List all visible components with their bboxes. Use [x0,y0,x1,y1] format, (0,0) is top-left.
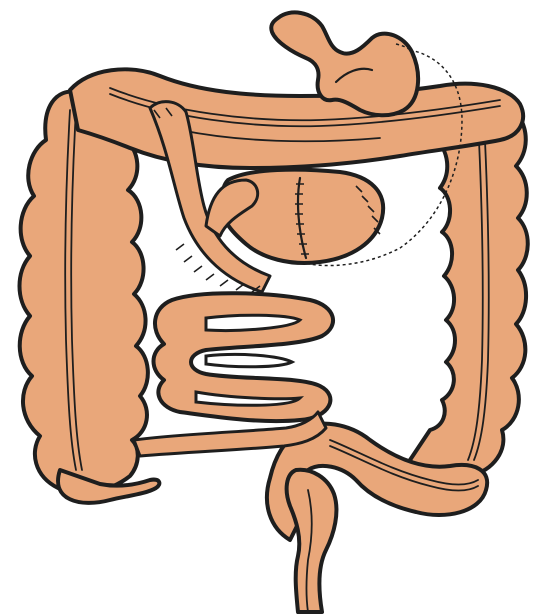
rectum [287,470,337,612]
ascending-colon [20,91,148,492]
small-intestine-loops [154,293,334,421]
